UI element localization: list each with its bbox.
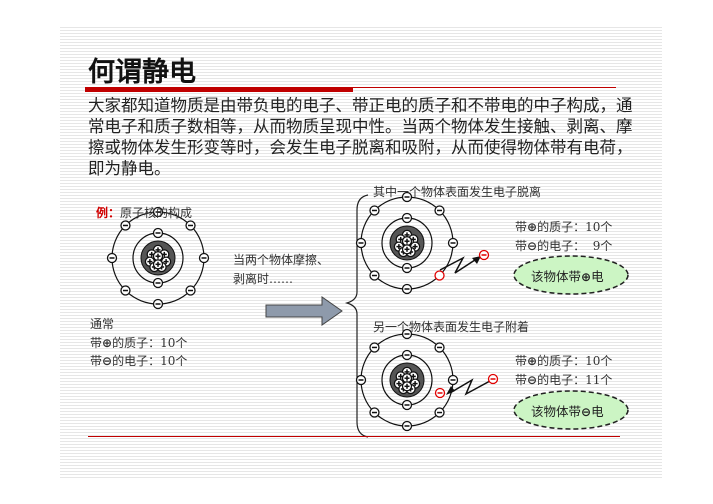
value: 的质子：10个: [537, 354, 613, 368]
label: 带: [90, 335, 103, 350]
case-gain-heading: 另一个物体表面发生电子附着: [373, 320, 530, 334]
example-text: 原子核的构成: [120, 206, 193, 220]
footer-line: [88, 436, 620, 437]
plus-icon: ⊕: [527, 220, 538, 234]
electron-icon: [355, 374, 367, 386]
electron-icon: [355, 237, 367, 249]
intro-paragraph: 大家都知道物质是由带负电的电子、带正电的质子和不带电的中子构成，通常电子和质子数…: [88, 96, 633, 178]
friction-line-1: 当两个物体摩擦、: [233, 253, 330, 267]
title-underline-thick: [85, 87, 353, 92]
arrowhead-icon: [472, 256, 481, 264]
value: 的质子：10个: [112, 335, 188, 350]
electron-icon: [152, 277, 164, 289]
value: 的电子：10个: [112, 354, 188, 368]
electron-icon: [447, 237, 459, 249]
electron-icon: [120, 220, 131, 231]
electron-icon: [434, 407, 445, 418]
electron-icon: [401, 420, 413, 432]
normal-proton-count: 带⊕的质子：10个: [90, 334, 187, 353]
value: 的质子：10个: [537, 220, 613, 234]
example-label: 例：原子核的构成: [96, 204, 192, 221]
friction-caption: 当两个物体摩擦、剥离时……: [233, 251, 329, 289]
electron-icon: [447, 374, 459, 386]
value: 的电子： 9个: [537, 239, 613, 253]
plus-icon: ⊕: [102, 335, 113, 350]
electron-icon: [185, 220, 196, 231]
electron-icon: [369, 407, 380, 418]
electron-icon: [152, 206, 164, 218]
example-prefix: 例：: [96, 206, 121, 220]
electron-icon: [401, 191, 413, 203]
case-loss-heading: 其中一个物体表面发生电子脱离: [373, 185, 542, 199]
result-ellipse-positive: [513, 255, 629, 295]
minus-icon: ⊖: [581, 405, 592, 419]
label: 带: [515, 373, 528, 387]
proton-icon: [152, 259, 164, 270]
title-underline-thin: [353, 87, 616, 88]
minus-icon: ⊖: [527, 373, 538, 387]
electron-icon: [401, 399, 413, 411]
label-suffix: 电: [591, 269, 604, 284]
label: 带: [515, 239, 528, 253]
proton-icon: [401, 381, 413, 392]
loss-proton-count: 带⊕的质子：10个: [515, 218, 612, 237]
electron-icon: [434, 205, 445, 216]
electron-icon: [106, 252, 118, 264]
electron-icon: [401, 349, 413, 361]
case-gain-counts: 带⊕的质子：10个 带⊖的电子：11个: [515, 352, 612, 390]
minus-icon: ⊖: [527, 239, 538, 253]
attached-electron-icon: [434, 387, 446, 399]
electron-attach-path: [449, 378, 491, 396]
electron-icon: [401, 212, 413, 224]
electron-icon: [198, 252, 210, 264]
slide-title: 何谓静电: [88, 57, 196, 88]
electron-icon: [369, 205, 380, 216]
vacancy-icon: [434, 270, 445, 281]
label: 该物体带: [531, 404, 582, 419]
normal-atom-counts: 通常 带⊕的质子：10个 带⊖的电子：10个: [90, 315, 187, 371]
electron-icon: [120, 285, 131, 296]
free-electron-icon: [478, 249, 490, 261]
result-negative-label: 该物体带⊖电: [531, 401, 604, 420]
electron-icon: [401, 328, 413, 340]
right-arrow-icon: [265, 296, 343, 326]
brace: [344, 194, 369, 438]
electron-icon: [401, 283, 413, 295]
electron-icon: [152, 298, 164, 310]
free-electron-icon: [487, 373, 499, 385]
electron-icon: [401, 262, 413, 274]
friction-line-2: 剥离时……: [233, 272, 294, 286]
normal-heading: 通常: [90, 317, 115, 331]
result-positive-label: 该物体带⊕电: [531, 266, 604, 285]
electron-leave-path: [439, 256, 479, 274]
label: 带: [515, 354, 528, 368]
plus-icon: ⊕: [581, 270, 592, 284]
normal-electron-count: 带⊖的电子：10个: [90, 352, 187, 371]
electron-icon: [152, 227, 164, 239]
label: 该物体带: [531, 269, 582, 284]
electron-icon: [434, 342, 445, 353]
case-loss-counts: 带⊕的质子：10个 带⊖的电子： 9个: [515, 218, 612, 256]
proton-icon: [401, 244, 413, 255]
label: 带: [90, 354, 103, 368]
label-suffix: 电: [591, 404, 604, 419]
result-ellipse-negative: [513, 390, 629, 430]
minus-icon: ⊖: [102, 354, 113, 368]
gain-electron-count: 带⊖的电子：11个: [515, 371, 612, 390]
value: 的电子：11个: [537, 373, 613, 387]
gain-proton-count: 带⊕的质子：10个: [515, 352, 612, 371]
plus-icon: ⊕: [527, 354, 538, 368]
label: 带: [515, 220, 528, 234]
electron-icon: [369, 342, 380, 353]
electron-icon: [185, 285, 196, 296]
loss-electron-count: 带⊖的电子： 9个: [515, 237, 612, 256]
electron-icon: [369, 270, 380, 281]
